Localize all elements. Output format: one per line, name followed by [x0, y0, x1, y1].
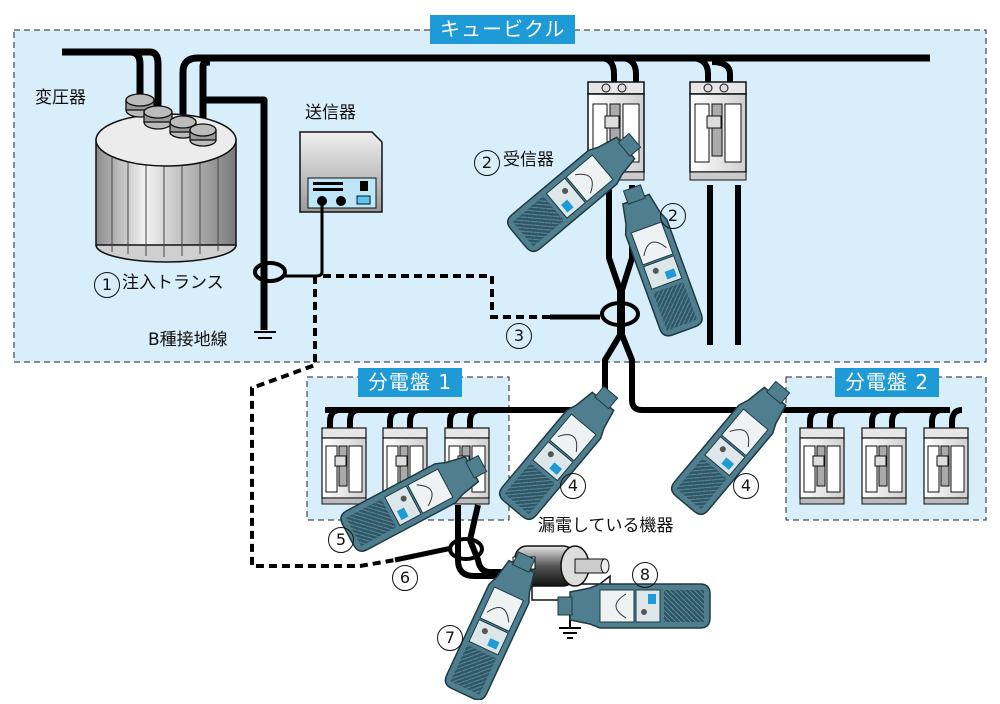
panel2-breaker-2: [861, 427, 907, 505]
marker-7: 7: [437, 625, 463, 651]
receiver-meter-4b: [667, 372, 801, 519]
marker-2b: 2: [660, 203, 686, 229]
receiver-meter-4a: [495, 377, 629, 524]
transformer-icon: [95, 93, 237, 263]
cubicle-breaker-2: [689, 81, 747, 181]
marker-3: 3: [506, 323, 532, 349]
transmitter-icon: [299, 131, 383, 213]
ct-clamp-6: [448, 537, 484, 561]
panel1-label: 分電盤 1: [358, 368, 463, 397]
injection-ct-clamp: [253, 261, 287, 283]
transformer-label: 変圧器: [35, 88, 86, 108]
receiver-ct-clamp-3: [600, 301, 640, 327]
injection-transformer-label: 注入トランス: [122, 273, 224, 293]
marker-4b: 4: [733, 473, 759, 499]
marker-5: 5: [328, 527, 354, 553]
panel1-breaker-1: [321, 427, 367, 505]
leaking-device-label: 漏電している機器: [538, 516, 674, 536]
marker-6: 6: [392, 565, 418, 591]
ground-symbol-b: [254, 331, 276, 339]
signal-trace-dashed: [250, 274, 550, 568]
transmitter-label: 送信器: [305, 103, 356, 123]
panel2-label: 分電盤 2: [835, 368, 940, 397]
marker-2a: 2: [474, 150, 500, 176]
panel2-breaker-3: [923, 427, 969, 505]
supply-wires: [62, 48, 930, 330]
marker-4a: 4: [560, 473, 586, 499]
marker-1: 1: [94, 272, 120, 298]
ground-symbol-motor: [559, 627, 581, 639]
receiver-label: 受信器: [503, 150, 554, 170]
receiver-meter-8: [557, 583, 711, 629]
panel2-breaker-1: [799, 427, 845, 505]
b-ground-label: B種接地線: [148, 330, 228, 350]
clamp-lead-6: [394, 545, 453, 563]
marker-8: 8: [632, 562, 658, 588]
cubicle-wires: [599, 55, 741, 400]
cubicle-label: キュービクル: [430, 15, 576, 44]
